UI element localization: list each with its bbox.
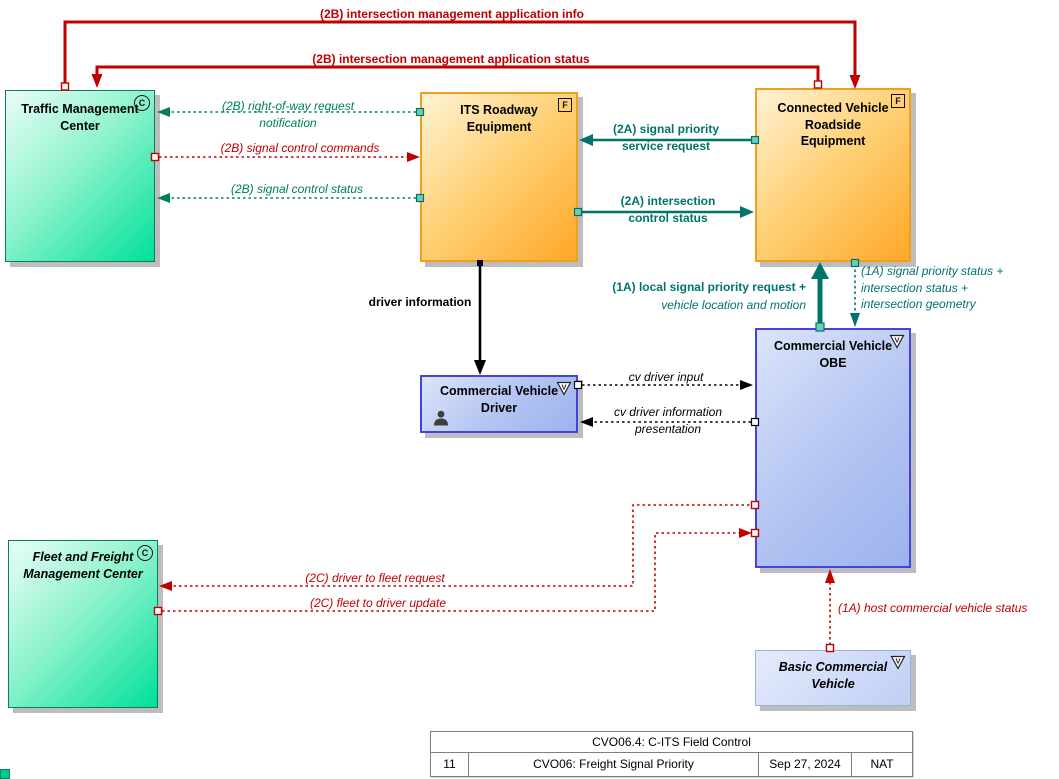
page-corner-mark (0, 769, 10, 779)
node-fleet-freight-management-center: Fleet and Freight Management Center C (8, 540, 158, 708)
diagram-org: NAT (870, 757, 894, 771)
vehicle-class-icon: V (889, 334, 905, 349)
flow-line-sp-status (850, 258, 860, 327)
diagram-number: 11 (431, 753, 469, 776)
service-package-name: CVO06: Freight Signal Priority (469, 753, 759, 776)
flow-label-app-status: (2B) intersection management application… (312, 52, 590, 66)
flow-label-sp-status: (1A) signal priority status + intersecti… (861, 264, 1004, 312)
center-class-icon: C (134, 95, 150, 111)
flow-label-app-info: (2B) intersection management application… (319, 7, 585, 21)
field-class-icon: F (891, 94, 905, 108)
flow-line-host-cv-status (825, 569, 835, 653)
vehicle-class-letter: V (561, 383, 566, 392)
title-block: CVO06.4: C-ITS Field Control 11 CVO06: F… (430, 731, 913, 777)
flow-label-host-cv-status: (1A) host commercial vehicle status (838, 601, 1028, 615)
node-commercial-vehicle-driver: Commercial Vehicle Driver V (420, 375, 578, 433)
flow-label-signal-control-commands: (2B) signal control commands (220, 141, 380, 155)
node-connected-vehicle-roadside-equipment: Connected Vehicle Roadside Equipment F (755, 88, 911, 262)
node-label: Connected Vehicle Roadside Equipment (777, 101, 889, 148)
vehicle-class-icon: V (890, 655, 906, 670)
flow-label-driver-to-fleet: (2C) driver to fleet request (305, 571, 445, 585)
flow-label-row-notification: (2B) right-of-way request notification (221, 99, 355, 130)
vehicle-class-letter: V (895, 657, 900, 666)
flow-line-driver-information (474, 260, 486, 375)
node-label: Basic Commercial Vehicle (778, 660, 888, 691)
vehicle-class-icon: V (556, 381, 572, 396)
node-basic-commercial-vehicle: Basic Commercial Vehicle V (755, 650, 911, 706)
node-label: Commercial Vehicle OBE (773, 339, 893, 370)
flow-label-cv-driver-presentation: cv driver information presentation (613, 405, 723, 436)
flow-line-driver-to-fleet (159, 500, 760, 591)
flow-label-vehicle-location-motion: vehicle location and motion (661, 298, 806, 312)
diagram-date: Sep 27, 2024 (759, 753, 852, 776)
field-class-icon: F (558, 98, 572, 112)
flow-label-cv-driver-input: cv driver input (628, 370, 704, 384)
vehicle-class-letter: V (894, 336, 899, 345)
flow-label-fleet-to-driver: (2C) fleet to driver update (309, 596, 447, 610)
node-label: ITS Roadway Equipment (460, 103, 538, 134)
node-label: Fleet and Freight Management Center (23, 550, 143, 581)
flow-label-sp-service-request: (2A) signal priority service request (612, 122, 720, 153)
node-its-roadway-equipment: ITS Roadway Equipment F (420, 92, 578, 262)
node-commercial-vehicle-obe: Commercial Vehicle OBE V (755, 328, 911, 568)
node-label: Commercial Vehicle Driver (439, 384, 559, 415)
flow-label-signal-control-status: (2B) signal control status (230, 182, 364, 196)
flow-label-int-control-status: (2A) intersection control status (620, 194, 716, 225)
node-traffic-management-center: Traffic Management Center C (5, 90, 155, 262)
diagram-title: CVO06.4: C-ITS Field Control (431, 732, 912, 753)
node-label: Traffic Management Center (21, 102, 139, 133)
flow-line-app-status (91, 65, 823, 89)
flow-line-local-sp-request (811, 262, 829, 332)
person-icon (434, 410, 448, 426)
center-class-icon: C (137, 545, 153, 561)
flow-line-fleet-to-driver (153, 528, 760, 616)
flow-label-driver-information: driver information (368, 295, 472, 309)
flow-label-local-sp-request: (1A) local signal priority request + (612, 280, 806, 294)
